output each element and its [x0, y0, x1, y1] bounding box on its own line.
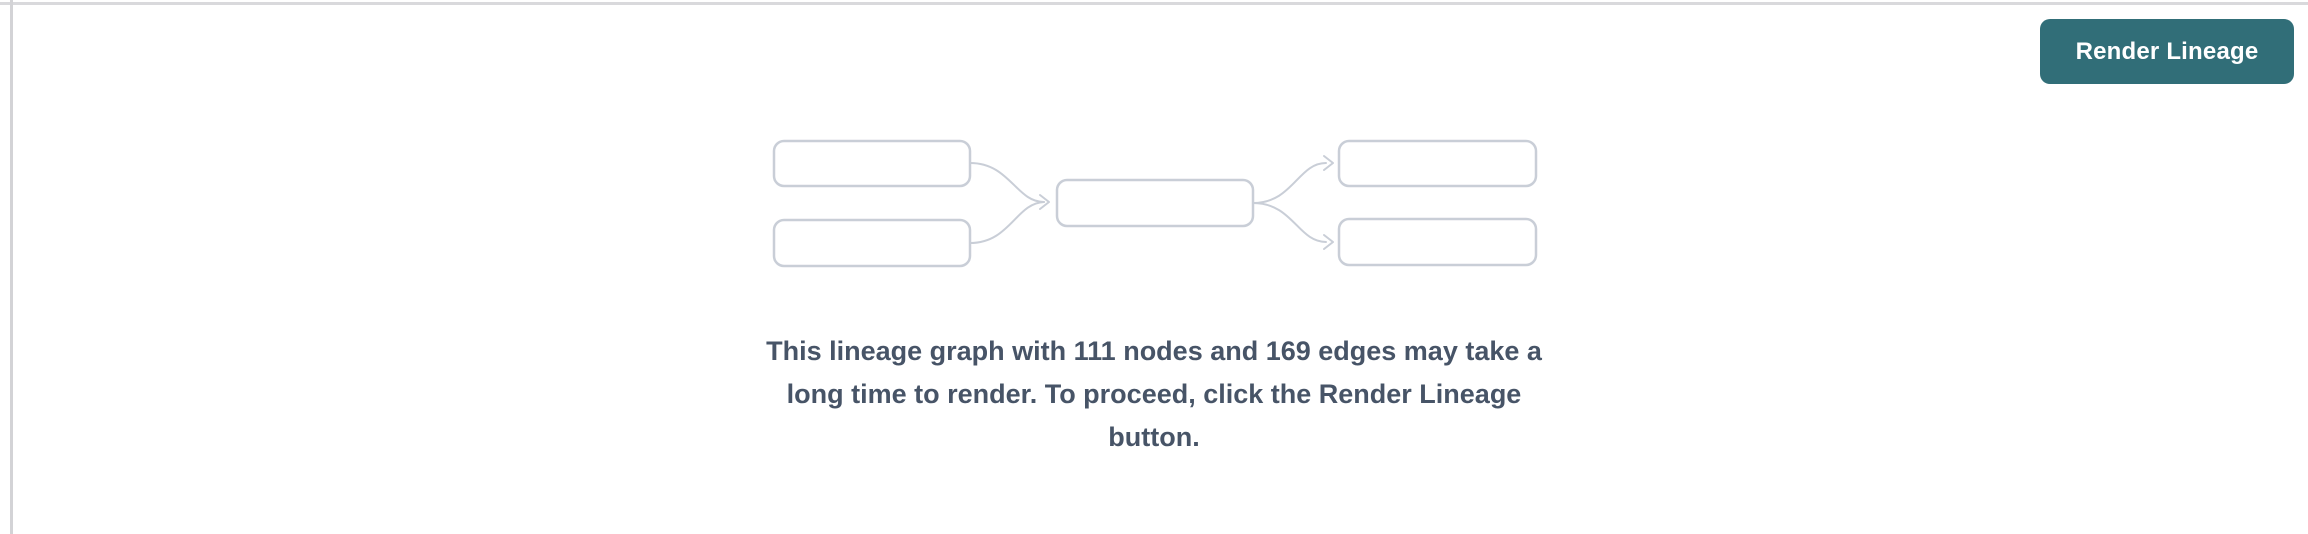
- lineage-graph-placeholder-icon: [772, 139, 1538, 268]
- placeholder-node-right-top: [1337, 139, 1538, 188]
- arrowhead-middle: [1039, 194, 1050, 210]
- edge-right-bottom: [1252, 202, 1327, 243]
- edge-left-top: [969, 162, 1045, 203]
- lineage-placeholder: This lineage graph with 111 nodes and 16…: [0, 138, 2308, 459]
- edge-left-bottom: [969, 201, 1045, 244]
- placeholder-node-right-bottom: [1337, 217, 1538, 267]
- panel-top-border: [0, 2, 2308, 5]
- placeholder-node-left-top: [772, 139, 972, 188]
- render-lineage-button[interactable]: Render Lineage: [2040, 19, 2294, 84]
- edge-right-top: [1252, 162, 1327, 204]
- placeholder-node-middle: [1055, 178, 1255, 228]
- arrowhead-right-top: [1323, 155, 1334, 171]
- panel-left-border: [10, 0, 13, 534]
- lineage-warning-message: This lineage graph with 111 nodes and 16…: [766, 336, 1542, 452]
- placeholder-node-left-bottom: [772, 218, 972, 268]
- arrowhead-right-bottom: [1323, 234, 1334, 250]
